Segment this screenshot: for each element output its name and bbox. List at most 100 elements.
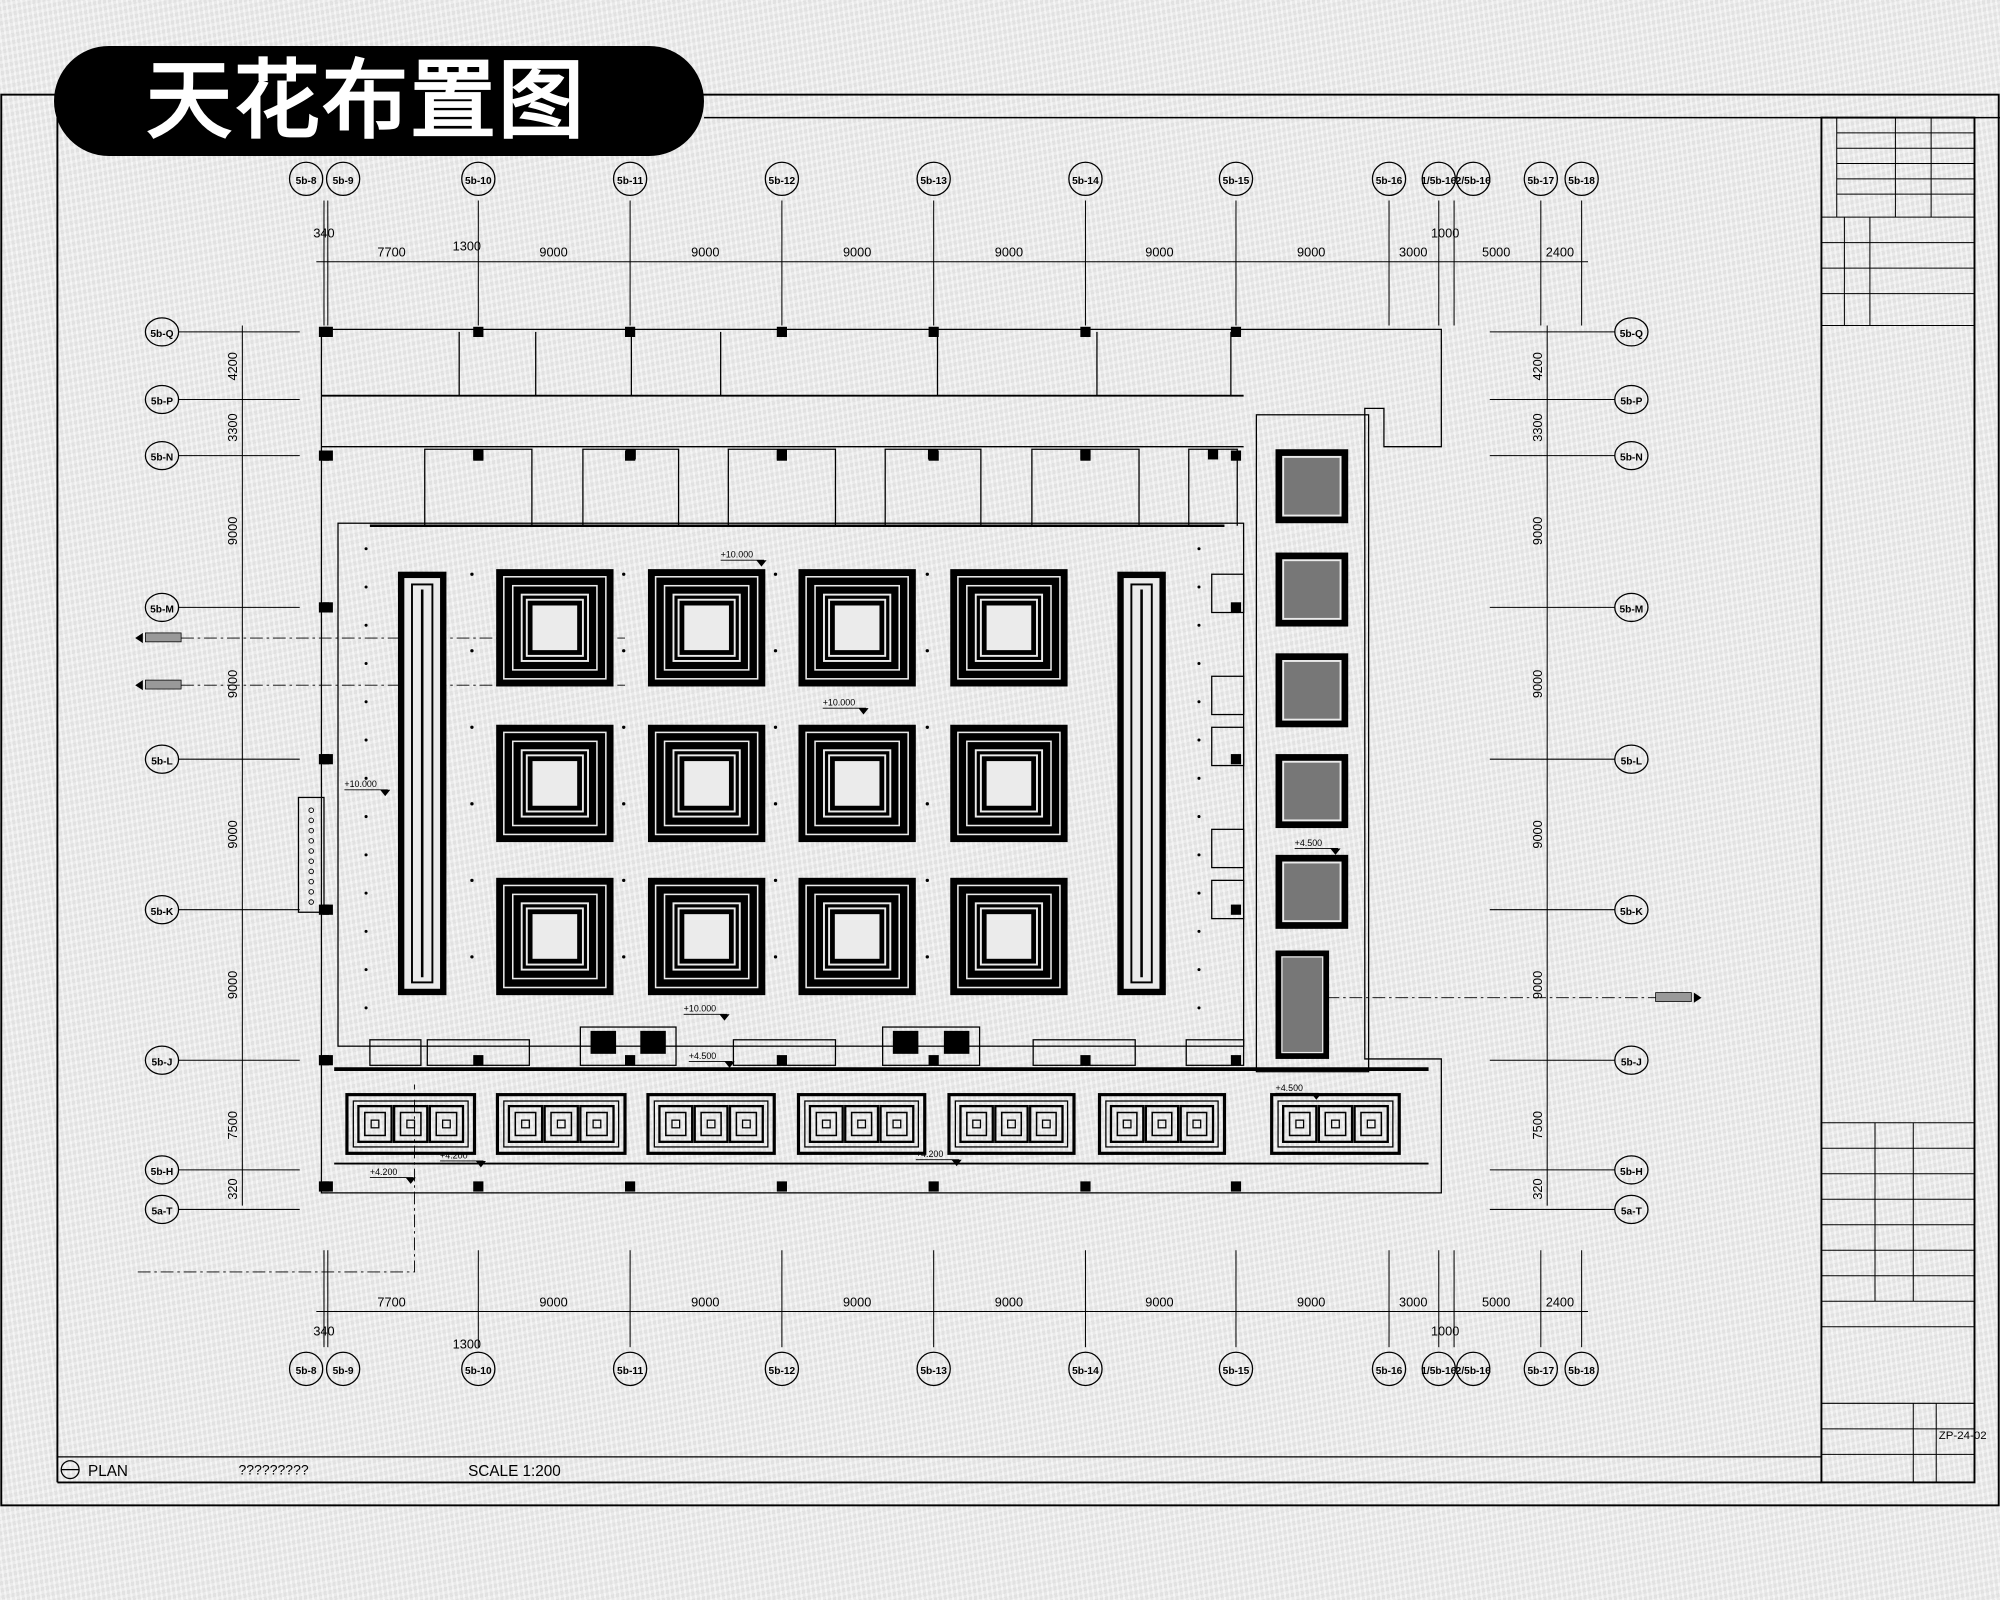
coffer-ring xyxy=(520,749,589,818)
coffer-ring xyxy=(663,893,750,980)
axis-label: 5b-M xyxy=(1619,604,1643,615)
dimension-label: 9000 xyxy=(225,971,240,999)
dimension-label: 7700 xyxy=(377,245,405,260)
axis-label: 5b-13 xyxy=(920,176,947,187)
coffer-ring xyxy=(974,749,1044,818)
section-marker xyxy=(145,632,182,643)
structural-column xyxy=(1230,450,1242,461)
dimension-label: 9000 xyxy=(1145,245,1173,260)
structural-column xyxy=(322,602,333,613)
dimension-label: 9000 xyxy=(539,1294,567,1309)
axis-label: 5b-L xyxy=(1621,756,1643,767)
grille xyxy=(640,1030,666,1054)
coffer-center xyxy=(531,759,579,808)
axis-bubble xyxy=(1614,1155,1649,1185)
axis-bubble xyxy=(461,1351,496,1387)
axis-bubble xyxy=(1614,384,1649,415)
elevation-label: +4.500 xyxy=(1295,838,1323,848)
ceiling-coffer xyxy=(647,724,766,843)
coffer-ring xyxy=(663,584,750,671)
light-fixture xyxy=(1197,776,1201,780)
axis-label: 5b-11 xyxy=(617,176,643,187)
structural-column xyxy=(473,326,484,337)
coffer-center xyxy=(985,912,1033,961)
axis-label: 5b-18 xyxy=(1568,176,1595,187)
light-fixture xyxy=(1197,547,1201,551)
section-arrow-icon xyxy=(1693,992,1702,1003)
axis-label: 5a-T xyxy=(1621,1207,1643,1218)
axis-label: 5b-H xyxy=(151,1167,174,1178)
axis-bubble xyxy=(1614,744,1649,774)
panel-square xyxy=(1330,1119,1340,1129)
axis-bubble xyxy=(1218,1351,1254,1387)
axis-label: 5b-16 xyxy=(1376,176,1403,187)
axis-bubble xyxy=(1421,161,1456,197)
coffer-ring xyxy=(814,584,900,671)
light-fixture xyxy=(622,878,626,883)
ceiling-coffer xyxy=(647,877,766,996)
coffer-strip-panel xyxy=(1097,1093,1227,1155)
panel-square xyxy=(370,1119,380,1129)
light-fixture xyxy=(364,585,368,589)
panel-square xyxy=(886,1111,908,1137)
axis-bubble xyxy=(144,440,180,471)
structural-column xyxy=(776,326,787,337)
elevation-label: +4.200 xyxy=(370,1167,398,1177)
panel-square xyxy=(693,1104,729,1143)
light-fixture xyxy=(622,802,626,806)
panel-square xyxy=(428,1104,465,1143)
axis-bubble xyxy=(1564,1351,1599,1387)
axis-label: 5b-15 xyxy=(1223,1366,1250,1377)
light-fixture xyxy=(470,649,474,653)
linear-ceiling-trough-line xyxy=(1130,583,1153,984)
structural-column xyxy=(1080,449,1091,460)
side-corridor-outline xyxy=(1255,414,1370,1073)
feature-unit xyxy=(882,1026,981,1066)
coffer-strip-panel xyxy=(1270,1093,1401,1155)
light-fixture xyxy=(622,725,626,729)
coffer-ring xyxy=(805,884,909,989)
axis-bubble xyxy=(1218,161,1254,197)
coffer-ring xyxy=(511,584,598,671)
axis-label: 5b-8 xyxy=(296,176,317,187)
linear-ceiling-trough-line xyxy=(411,583,434,984)
axis-bubble xyxy=(1371,161,1407,197)
axis-label: 5b-10 xyxy=(465,1366,492,1377)
elevation-triangle-icon xyxy=(1311,1093,1322,1100)
floor-plan: +10.000+10.000+10.000+10.000+4.500+4.500… xyxy=(297,326,1442,1194)
light-fixture xyxy=(1197,968,1201,972)
panel-square xyxy=(1192,1119,1202,1129)
elevation-triangle-icon xyxy=(475,1160,486,1168)
panel-square xyxy=(585,1111,608,1137)
dimension-label: 9000 xyxy=(1530,670,1545,698)
coffer-ring xyxy=(677,754,736,813)
panel-square xyxy=(850,1111,873,1137)
room-outline xyxy=(1188,448,1238,526)
light-fixture xyxy=(1197,738,1201,742)
light-fixture xyxy=(470,725,474,729)
structural-column xyxy=(1230,1055,1242,1066)
elevation-triangle-icon xyxy=(405,1177,416,1184)
dimension-label: 7700 xyxy=(377,1294,405,1309)
main-hall-outline xyxy=(337,522,1245,1047)
grille xyxy=(892,1030,919,1054)
axis-bubble xyxy=(144,1194,180,1225)
structural-column xyxy=(928,326,939,337)
panel-square xyxy=(1282,1104,1318,1143)
axis-label: 5b-13 xyxy=(920,1366,947,1377)
panel-frame xyxy=(352,1100,469,1148)
panel-square xyxy=(514,1111,537,1137)
axis-label: 5b-H xyxy=(1620,1167,1643,1178)
panel-frame xyxy=(653,1100,769,1148)
panel-square xyxy=(1353,1104,1389,1143)
elevation-triangle-icon xyxy=(380,789,391,797)
axis-label: 5b-Q xyxy=(150,329,173,340)
light-fixture xyxy=(308,827,314,834)
section-arrow-icon xyxy=(135,680,143,691)
panel-frame xyxy=(1277,1100,1394,1148)
light-fixture xyxy=(308,858,314,864)
light-fixture xyxy=(364,776,368,780)
light-fixture xyxy=(364,547,368,551)
axis-label: 5b-9 xyxy=(333,1366,354,1377)
structural-column xyxy=(322,326,333,337)
